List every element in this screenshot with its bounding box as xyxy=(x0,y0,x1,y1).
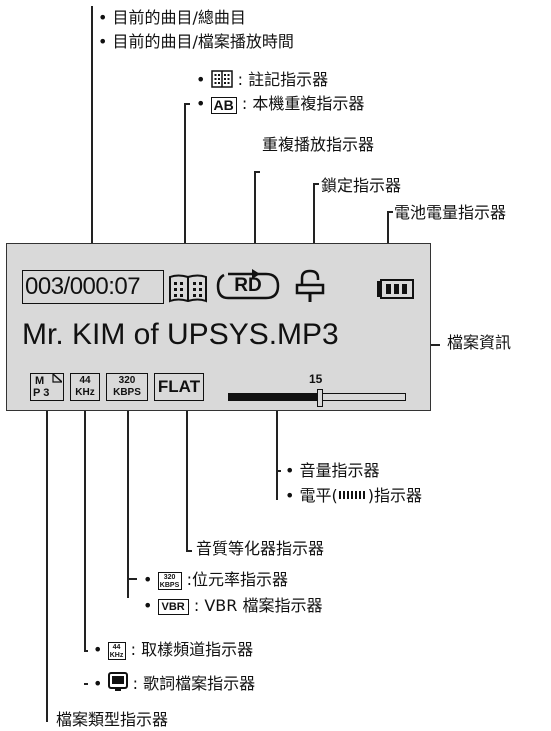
label-lyrics: • : 歌詞檔案指示器 xyxy=(93,672,255,697)
leader-line-bitrate-h xyxy=(127,578,137,580)
ab-repeat-icon: AB xyxy=(210,97,237,114)
leader-line-battery-h xyxy=(387,211,393,213)
track-counter: 003/000:07 xyxy=(22,270,164,304)
label-vbr: • VBR : VBR 檔案指示器 xyxy=(143,596,323,615)
leader-line-bitrate xyxy=(127,400,129,598)
mp3-tag-top: M xyxy=(35,375,45,387)
leader-line-bookmark-h xyxy=(184,103,190,105)
battery-icon xyxy=(376,279,416,303)
label-ab-repeat: • AB : 本機重複指示器 xyxy=(196,94,365,114)
label-file-info: 檔案資訊 xyxy=(447,333,512,352)
leader-line-volume xyxy=(276,400,278,500)
mp3-tag-bottom: P 3 xyxy=(33,387,50,399)
file-name: Mr. KIM of UPSYS.MP3 xyxy=(22,318,339,351)
leader-line-eq-h xyxy=(186,550,192,552)
repeat-icon: RD xyxy=(214,267,282,303)
volume-slider-knob[interactable] xyxy=(317,389,323,407)
sampling-mini-bottom: KHz xyxy=(109,652,124,659)
leader-line-sampling xyxy=(84,400,86,650)
leader-line-lock-h xyxy=(313,183,319,185)
bitrate-mini-bottom: KBPS xyxy=(159,582,180,589)
sampling-mini-top: 44 xyxy=(112,644,121,651)
bookmark-icon xyxy=(168,273,208,307)
label-eq: 音質等化器指示器 xyxy=(196,539,325,558)
eq-tag: FLAT xyxy=(154,373,204,401)
label-lock: 鎖定指示器 xyxy=(321,176,402,195)
lyrics-icon xyxy=(107,672,128,697)
kbps-tag: 320 KBPS xyxy=(106,373,148,401)
vbr-icon: VBR xyxy=(157,599,189,615)
volume-value: 15 xyxy=(309,372,323,386)
leader-line-track xyxy=(91,6,93,272)
label-track-total: • 目前的曲目/總曲目 xyxy=(98,8,246,27)
label-track-time: • 目前的曲目/檔案播放時間 xyxy=(98,32,294,51)
leader-line-eq xyxy=(186,400,188,550)
volume-bar-fill xyxy=(229,394,318,400)
bitrate-mini-top: 320 xyxy=(163,574,176,581)
leader-line-lock xyxy=(313,183,315,275)
label-bookmark: • : 註記指示器 xyxy=(196,70,328,93)
leader-line-filetype xyxy=(46,400,48,722)
label-filetype: 檔案類型指示器 xyxy=(56,710,169,729)
leader-line-lyrics-h xyxy=(84,683,88,685)
leader-line-repeat-h xyxy=(254,171,260,173)
kbps-tag-top: 320 xyxy=(118,375,136,386)
kbps-tag-bottom: KBPS xyxy=(113,387,141,398)
mp3-tag: M P 3 xyxy=(30,373,64,401)
khz-tag-bottom: KHz xyxy=(75,387,95,398)
leader-line-repeat xyxy=(254,171,256,271)
khz-tag: 44 KHz xyxy=(70,373,100,401)
level-bars-icon xyxy=(338,485,368,505)
leader-line-volume-h xyxy=(276,470,281,472)
repeat-rd-text: RD xyxy=(234,275,262,296)
label-volume: • 音量指示器 xyxy=(285,461,380,480)
leader-line-bookmark xyxy=(184,103,186,273)
leader-line-sampling-h xyxy=(84,650,88,652)
khz-tag-top: 44 xyxy=(79,375,91,386)
label-level: • 電平()指示器 xyxy=(285,485,423,505)
label-repeat: 重複播放指示器 xyxy=(262,135,375,154)
lock-icon xyxy=(294,269,326,309)
bookmark-mini-icon xyxy=(210,70,233,93)
label-battery: 電池電量指示器 xyxy=(394,203,507,222)
